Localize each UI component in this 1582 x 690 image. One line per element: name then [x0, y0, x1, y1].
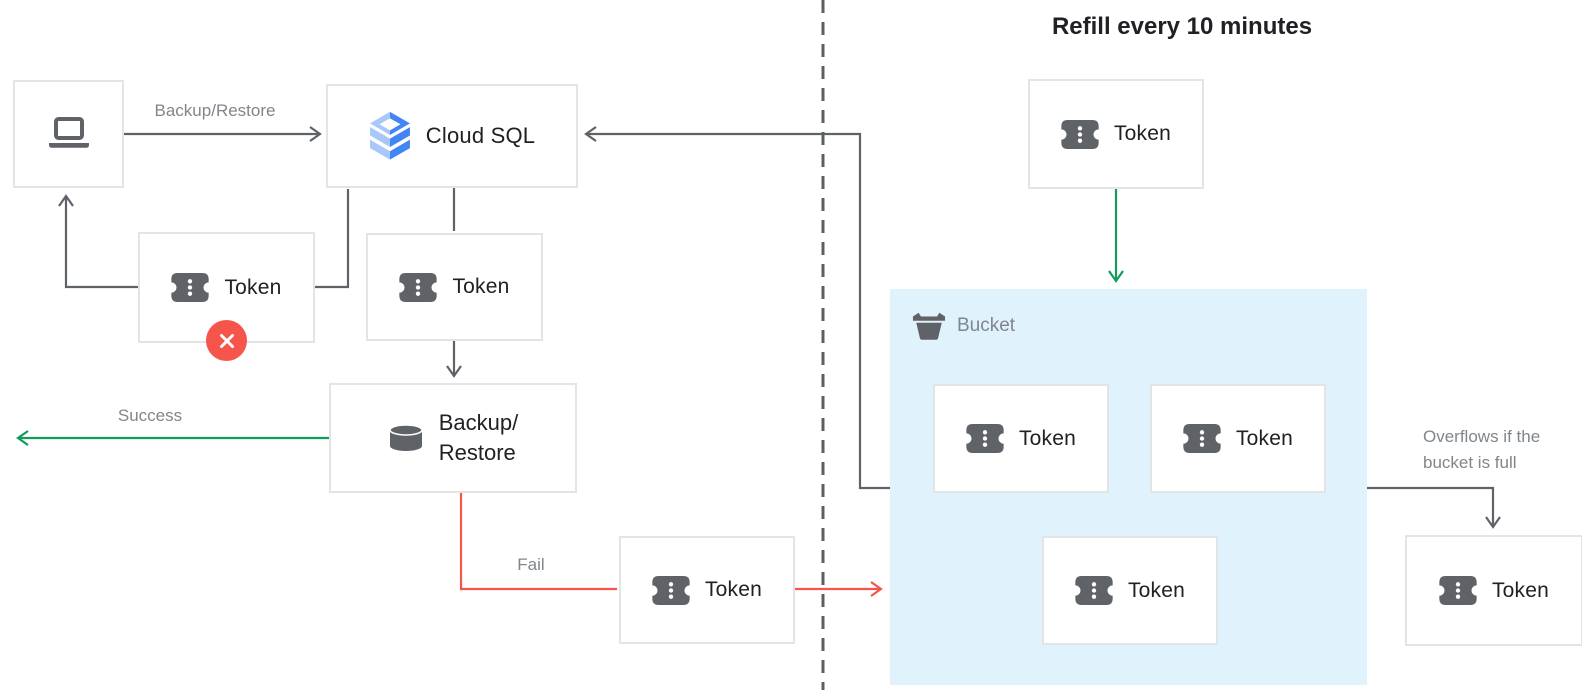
token-node-bucket-3: Token [1042, 536, 1218, 645]
arrow-bucket-to-cloudsql [584, 126, 890, 490]
bucket-header: Bucket [912, 311, 1015, 341]
client-laptop-node [13, 80, 124, 188]
token-node-overflow: Token [1405, 535, 1582, 646]
token-node-bucket-1: Token [933, 384, 1109, 493]
edge-label-fail: Fail [517, 555, 545, 574]
cloud-sql-icon [369, 111, 410, 160]
token-label: Token [1018, 426, 1077, 450]
edge-label-backup-restore: Backup/Restore [154, 101, 276, 120]
arrow-overflow [1367, 486, 1501, 529]
token-node-accepted: Token [366, 233, 543, 341]
token-icon [399, 272, 438, 302]
bucket-label: Bucket [957, 315, 1016, 336]
database-icon [388, 424, 423, 451]
token-label: Token [1113, 122, 1172, 145]
token-label: Token [1491, 578, 1550, 602]
edge-label-overflow: Overflows if the bucket is full [1423, 427, 1541, 472]
cloud-sql-node: Cloud SQL [326, 84, 578, 188]
token-label: Token [452, 275, 510, 298]
token-label: Token [704, 578, 763, 601]
token-icon [1061, 119, 1099, 149]
diagram-title: Refill every 10 minutes [1051, 13, 1313, 40]
backup-restore-label: Backup/ Restore [438, 410, 519, 465]
token-node-fail: Token [619, 536, 795, 644]
token-label: Token [1127, 578, 1186, 602]
token-label: Token [1235, 426, 1294, 450]
error-x-icon [206, 320, 247, 361]
cloud-sql-label: Cloud SQL [425, 123, 536, 148]
token-icon [1439, 576, 1477, 605]
token-icon [1075, 576, 1113, 605]
token-node-bucket-2: Token [1150, 384, 1326, 493]
token-icon [652, 575, 690, 605]
bucket-icon [912, 312, 946, 340]
token-icon [171, 273, 210, 302]
laptop-icon [48, 117, 89, 148]
backup-restore-node: Backup/ Restore [329, 383, 577, 493]
token-icon [1183, 424, 1221, 453]
token-node-refill: Token [1028, 79, 1204, 189]
token-icon [966, 424, 1004, 453]
edge-label-success: Success [117, 406, 183, 425]
token-label: Token [224, 275, 282, 299]
arrow-tokenx-to-laptop [58, 194, 138, 289]
line-tokenx-to-cloudsql [315, 189, 350, 289]
